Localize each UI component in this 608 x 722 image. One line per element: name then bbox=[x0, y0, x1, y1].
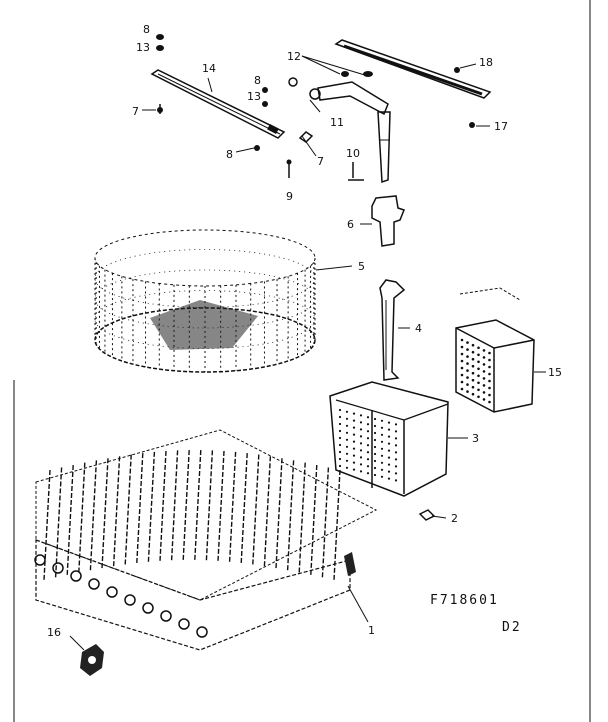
wheel-16 bbox=[80, 644, 104, 676]
clip-2 bbox=[418, 509, 436, 521]
part-labels: 8 13 14 7 8 13 8 7 9 12 11 10 18 17 6 5 … bbox=[47, 23, 562, 639]
part-label-18: 18 bbox=[479, 56, 493, 69]
bracket-12 bbox=[317, 81, 391, 184]
part-label-13: 13 bbox=[247, 90, 261, 103]
basket-15 bbox=[455, 287, 535, 413]
drawing-code: F718601 bbox=[430, 593, 499, 608]
support-bar-14 bbox=[150, 69, 286, 139]
part-label-6: 6 bbox=[347, 218, 354, 231]
spray-tower-6 bbox=[371, 195, 405, 247]
part-label-8: 8 bbox=[254, 74, 261, 87]
part-label-1: 1 bbox=[368, 624, 375, 637]
silverware-basket-3 bbox=[329, 381, 449, 497]
part-label-2: 2 bbox=[451, 512, 458, 525]
round-rack-5 bbox=[94, 229, 316, 373]
part-label-7: 7 bbox=[132, 105, 139, 118]
part-label-8: 8 bbox=[143, 23, 150, 36]
part-label-14: 14 bbox=[202, 62, 216, 75]
part-label-13: 13 bbox=[136, 41, 150, 54]
lower-rack-1 bbox=[34, 429, 378, 651]
part-label-11: 11 bbox=[330, 116, 344, 129]
leader-lines bbox=[69, 55, 546, 651]
slide-rail-18 bbox=[334, 39, 492, 99]
part-label-9: 9 bbox=[286, 190, 293, 203]
part-label-10: 10 bbox=[346, 147, 360, 160]
part-label-5: 5 bbox=[358, 260, 365, 273]
part-label-7: 7 bbox=[317, 155, 324, 168]
spray-arm-4 bbox=[379, 279, 406, 381]
drawing-suffix: D2 bbox=[502, 620, 522, 635]
part-label-15: 15 bbox=[548, 366, 562, 379]
part-label-8: 8 bbox=[226, 148, 233, 161]
part-10-line bbox=[348, 162, 364, 181]
part-label-17: 17 bbox=[494, 120, 508, 133]
part-label-4: 4 bbox=[415, 322, 422, 335]
part-label-3: 3 bbox=[472, 432, 479, 445]
small-fasteners-top bbox=[156, 34, 475, 178]
part-label-16: 16 bbox=[47, 626, 61, 639]
part-label-12: 12 bbox=[287, 50, 301, 63]
